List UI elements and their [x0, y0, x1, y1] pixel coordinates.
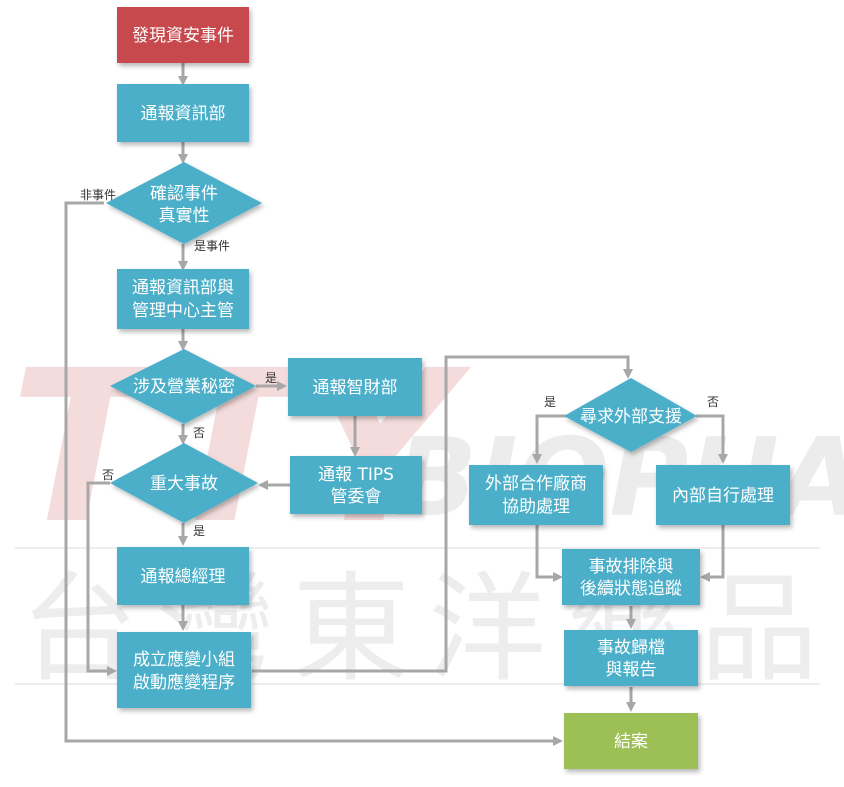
notify-tips-label-1: 通報 TIPS [318, 465, 394, 485]
archive-report-label-1: 事故歸檔 [597, 638, 665, 658]
archive-report-label-2: 與報告 [606, 660, 657, 680]
edge-external-yes-to-vendor [532, 414, 566, 464]
internal-handling-box [656, 465, 790, 525]
discover-event-label: 發現資安事件 [132, 26, 234, 46]
response-team-box [117, 632, 251, 708]
edge-external-no-to-internal [696, 414, 728, 464]
edge-label-is-event: 是事件 [194, 239, 230, 253]
edge-label-external-no: 否 [707, 395, 719, 409]
confirm-authenticity-decision [106, 162, 262, 244]
close-case-box [564, 713, 698, 769]
edge-major-no-to-response [86, 481, 117, 676]
edge-label-major-no: 否 [102, 468, 114, 482]
major-incident-decision [110, 443, 258, 523]
external-vendor-label-2: 協助處理 [502, 497, 570, 517]
edge-internal-to-resolve [700, 525, 725, 582]
flowchart-edges [64, 63, 728, 746]
resolve-track-label-1: 事故排除與 [589, 557, 674, 577]
notify-it-management-label-1: 通報資訊部與 [132, 278, 234, 298]
notify-ip-box [288, 358, 422, 416]
trade-secret-label: 涉及營業秘密 [133, 377, 235, 397]
external-vendor-label-1: 外部合作廠商 [485, 473, 587, 494]
notify-tips-box [290, 456, 422, 514]
response-team-label-2: 啟動應變程序 [133, 672, 235, 693]
archive-report-box [564, 630, 698, 686]
edge-label-trade-secret-no: 否 [193, 426, 205, 440]
edge-label-trade-secret-yes: 是 [265, 371, 277, 385]
edge-label-not-event: 非事件 [80, 188, 116, 202]
edge-response-to-external [252, 355, 633, 673]
edge-confirm-not-event-to-close [64, 201, 563, 746]
notify-tips-label-2: 管委會 [331, 487, 382, 507]
discover-event-box [117, 7, 249, 63]
edge-label-external-yes: 是 [544, 395, 556, 409]
notify-it-management-box [117, 269, 249, 329]
notify-it-label: 通報資訊部 [141, 104, 226, 124]
edge-vendor-to-resolve [535, 525, 563, 582]
internal-handling-label: 內部自行處理 [672, 486, 774, 506]
resolve-track-label-2: 後續狀態追蹤 [580, 579, 682, 599]
resolve-track-box [562, 549, 700, 605]
external-support-decision [564, 378, 697, 452]
trade-secret-decision [110, 349, 256, 424]
notify-it-management-label-2: 管理中心主管 [132, 301, 234, 321]
notify-ip-label: 通報智財部 [313, 378, 398, 398]
response-team-label-1: 成立應變小組 [133, 649, 235, 670]
external-vendor-box [469, 465, 603, 525]
confirm-authenticity-label-1: 確認事件 [150, 184, 218, 204]
major-incident-label: 重大事故 [150, 474, 218, 494]
confirm-authenticity-label-2: 真實性 [159, 206, 210, 226]
notify-gm-label: 通報總經理 [141, 567, 226, 587]
close-case-label: 結案 [614, 732, 648, 752]
edge-label-major-yes: 是 [193, 524, 205, 538]
notify-gm-box [117, 547, 249, 605]
external-support-label: 尋求外部支援 [580, 407, 682, 427]
notify-it-box [117, 84, 249, 142]
